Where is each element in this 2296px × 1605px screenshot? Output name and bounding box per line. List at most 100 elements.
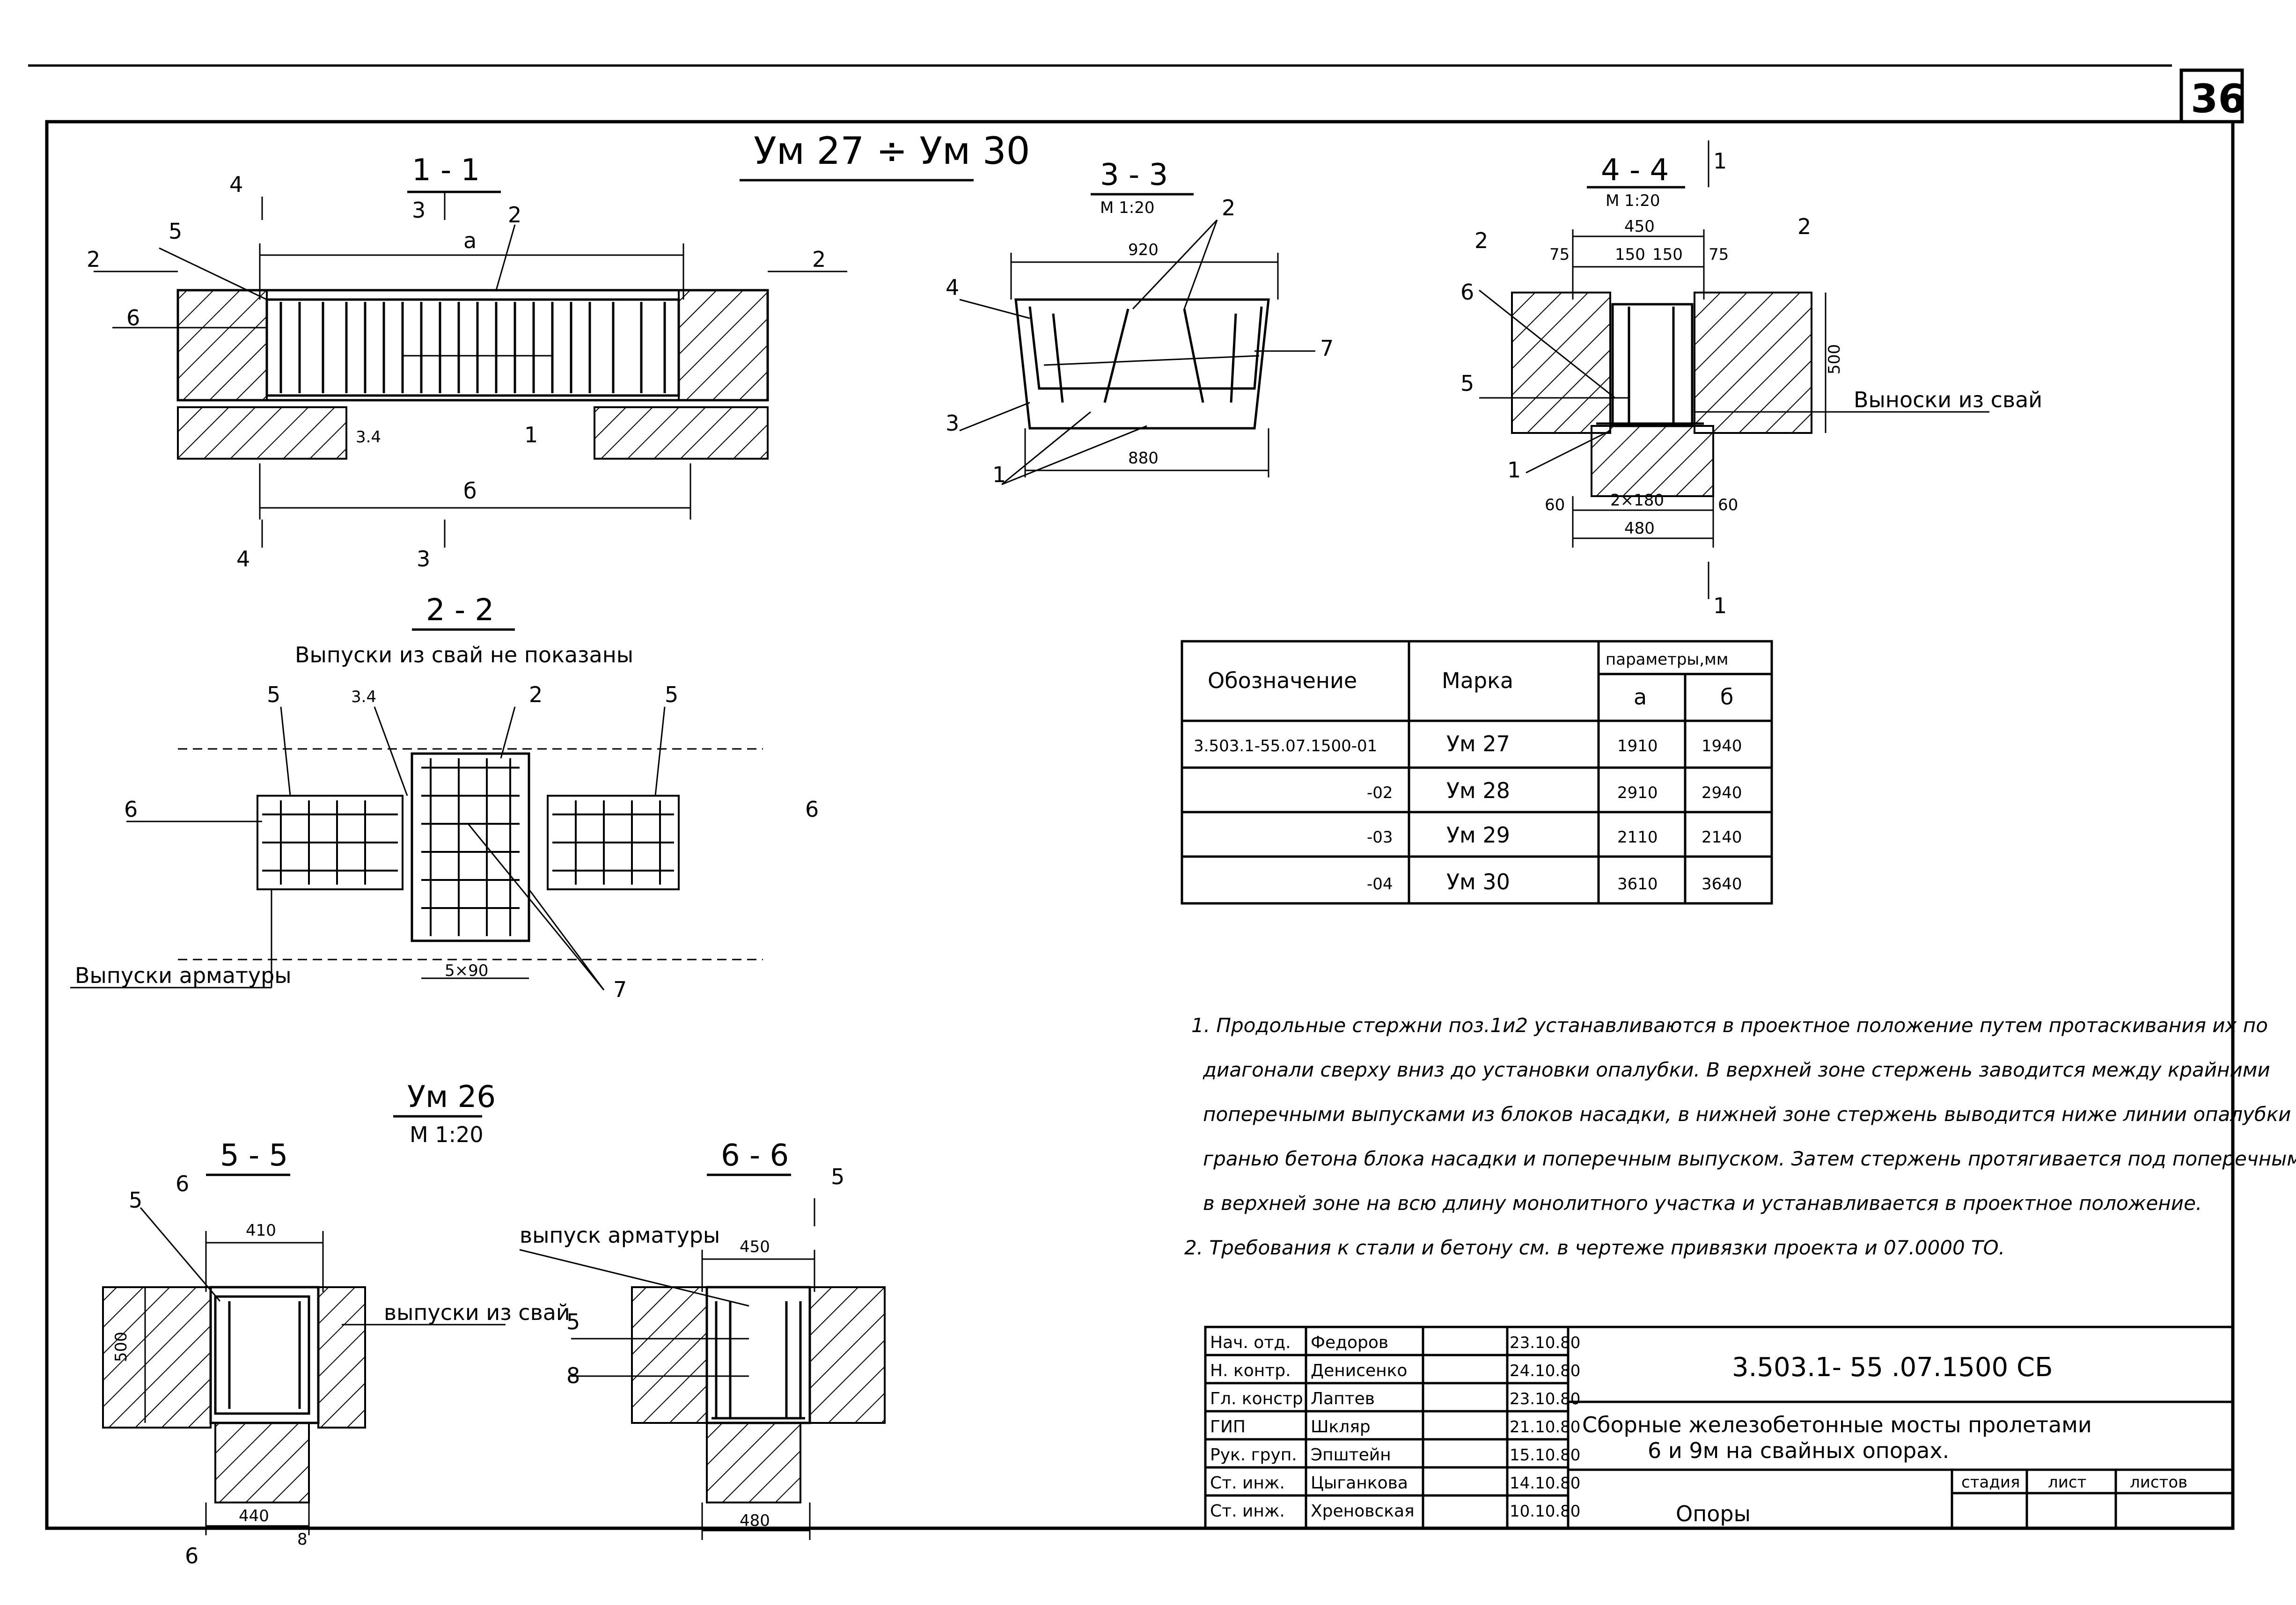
rebar-44 [1596, 303, 1704, 427]
label-3-top: 3 [412, 198, 425, 223]
label-34: 3.4 [356, 428, 381, 447]
label-44-6: 6 [1460, 279, 1474, 305]
table-row-1-designation: 3.503.1-55.07.1500-01 [1194, 737, 1377, 755]
label-22-6a: 6 [124, 797, 138, 822]
table-row-3-a: 2110 [1617, 828, 1658, 847]
tb-description-1: Сборные железобетонные мосты пролетами [1582, 1412, 2092, 1437]
label-44-2b: 2 [1797, 214, 1811, 239]
note-line-2: диагонали сверху вниз до установки опалу… [1203, 1058, 2270, 1081]
sheet-number: 36 [2191, 76, 2245, 122]
table-row-2-a: 2910 [1617, 784, 1658, 802]
section-3-3-title: 3 - 3 [1100, 158, 1168, 192]
label-44-1-top: 1 [1713, 148, 1727, 174]
table-header-designation: Обозначение [1208, 668, 1357, 693]
label-44-1-bottom: 1 [1713, 593, 1727, 618]
section-5-5-title: 5 - 5 [220, 1138, 288, 1173]
notes-block: 1. Продольные стержни поз.1и2 устанавлив… [1184, 1014, 2296, 1259]
table-row-4-mark: Ум 30 [1446, 869, 1510, 894]
label-55-6: 6 [176, 1171, 189, 1196]
tb-date-4: 21.10.80 [1510, 1418, 1580, 1436]
dim-500-44: 500 [1825, 344, 1844, 374]
label-66-5a: 5 [831, 1164, 844, 1189]
label-22-5b: 5 [665, 682, 678, 707]
tb-date-2: 24.10.80 [1510, 1362, 1580, 1380]
hatch-right-bottom [594, 406, 769, 460]
dim-2x180: 2×180 [1610, 491, 1664, 510]
dim-410: 410 [246, 1221, 276, 1240]
tb-role-4: ГИП [1210, 1417, 1246, 1436]
label-55-5: 5 [129, 1187, 142, 1213]
label-33-4: 4 [946, 275, 959, 300]
section-4-4-title: 4 - 4 [1601, 153, 1669, 188]
label-22-34: 3.4 [351, 688, 376, 706]
tb-name-6: Цыганкова [1311, 1473, 1408, 1493]
note-line-5: в верхней зоне на всю длину монолитного … [1203, 1192, 2202, 1215]
section-5-5: 5 - 5 410 440 500 8 5 6 6 выпуски из сва… [102, 1138, 570, 1568]
dim-920: 920 [1128, 241, 1159, 259]
dim-480-44: 480 [1624, 519, 1655, 538]
table-header-b: б [1720, 684, 1733, 710]
label-22-2: 2 [529, 682, 543, 707]
rebar-grid-2-2 [262, 758, 674, 936]
dim-60-b: 60 [1718, 496, 1738, 514]
tb-date-5: 15.10.80 [1510, 1446, 1580, 1465]
note-vynoski: Выноски из свай [1854, 387, 2042, 412]
tb-role-7: Ст. инж. [1210, 1502, 1285, 1521]
label-1: 1 [524, 422, 538, 447]
dim-880: 880 [1128, 449, 1159, 468]
section-1-1-title: 1 - 1 [412, 153, 480, 188]
tb-role-5: Рук. груп. [1210, 1445, 1297, 1465]
tb-name-1: Федоров [1311, 1333, 1388, 1352]
label-33-1: 1 [992, 462, 1006, 487]
beam-body-3-3 [1014, 298, 1270, 430]
dim-b-label: б [463, 478, 477, 504]
section-2-2-subtitle: Выпуски из свай не показаны [295, 642, 633, 667]
label-33-7: 7 [1320, 336, 1334, 361]
tb-code: 3.503.1- 55 .07.1500 СБ [1732, 1352, 2053, 1383]
table-row-1-a: 1910 [1617, 737, 1658, 755]
label-44-5: 5 [1460, 371, 1474, 396]
label-4-top: 4 [229, 172, 243, 197]
hatch-right-top [678, 289, 769, 401]
tb-role-6: Ст. инж. [1210, 1473, 1285, 1493]
um26-title: Ум 26 [407, 1080, 496, 1114]
parameter-table: Обозначение Марка параметры,мм а б 3.503… [1181, 640, 1773, 905]
label-6: 6 [126, 305, 140, 330]
table-row-2-b: 2940 [1702, 784, 1742, 802]
dim-480-66: 480 [740, 1511, 770, 1530]
table-row-3-mark: Ум 29 [1446, 822, 1510, 848]
table-header-a: а [1634, 684, 1647, 710]
table-header-mark: Марка [1442, 668, 1513, 693]
tb-description-2: 6 и 9м на свайных опорах. [1648, 1438, 1949, 1463]
dim-8: 8 [297, 1530, 308, 1549]
hatch-left-bottom [177, 406, 347, 460]
hatch-44-left [1511, 292, 1611, 434]
tb-name-4: Шкляр [1311, 1417, 1371, 1436]
tb-sheets-label: листов [2130, 1473, 2187, 1492]
label-44-2a: 2 [1474, 228, 1488, 253]
label-22-6b: 6 [805, 797, 819, 822]
dim-75-b: 75 [1709, 245, 1729, 264]
note-vypuski-armatury: Выпуски арматуры [75, 963, 292, 988]
table-row-1-b: 1940 [1702, 737, 1742, 755]
dim-75-a: 75 [1549, 245, 1570, 264]
tb-date-1: 23.10.80 [1510, 1334, 1580, 1352]
dim-a-label: а [463, 228, 477, 253]
section-2-2-title: 2 - 2 [426, 593, 494, 628]
label-3-bottom: 3 [417, 546, 430, 572]
dim-500-55: 500 [112, 1332, 131, 1362]
label-44-1: 1 [1507, 457, 1521, 483]
table-header-params: параметры,мм [1606, 650, 1728, 669]
label-55-6b: 6 [185, 1543, 198, 1568]
table-row-1-mark: Ум 27 [1446, 731, 1510, 756]
note-line-3: поперечными выпусками из блоков насадки,… [1203, 1103, 2296, 1126]
dim-450-66: 450 [740, 1238, 770, 1256]
dim-5x90: 5×90 [445, 961, 488, 980]
label-66-5b: 5 [566, 1309, 580, 1334]
section-3-3-scale: М 1:20 [1100, 198, 1155, 217]
tb-date-3: 23.10.80 [1510, 1390, 1580, 1408]
table-row-2-mark: Ум 28 [1446, 778, 1510, 803]
label-2-top: 2 [508, 202, 521, 227]
beam-body-1-1 [176, 289, 769, 402]
dim-60-a: 60 [1545, 496, 1565, 514]
